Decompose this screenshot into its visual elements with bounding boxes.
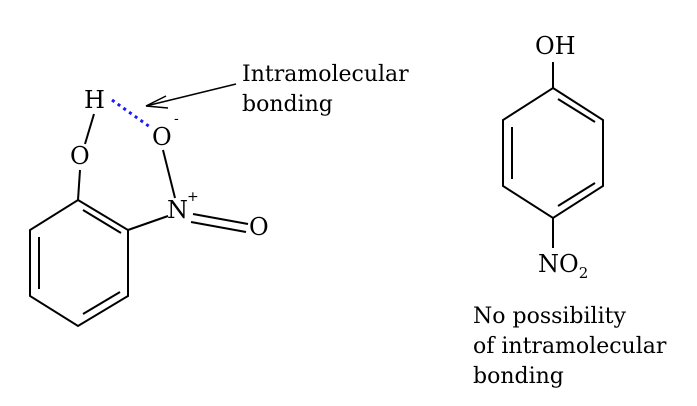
atom-o-nitro-double: O (249, 213, 269, 241)
o-h-bond (84, 113, 95, 145)
arrow-shaft (145, 83, 237, 107)
caption-line-2: of intramolecular (473, 334, 667, 359)
caption-line-3: bonding (473, 364, 564, 389)
left-ring-double-bond-1 (82, 209, 122, 234)
atom-o-hydroxyl: O (70, 142, 90, 170)
arrow-head-upper (145, 95, 167, 107)
c-n-bond (127, 215, 169, 231)
atom-o-nitro-single: O (152, 123, 172, 151)
right-ring-double-bond-2 (557, 182, 596, 207)
left-benzene-ring (29, 198, 129, 328)
group-no2: NO2 (538, 252, 588, 281)
n-o-single-bond (162, 149, 176, 199)
left-ring-outline (29, 198, 129, 328)
atom-h: H (84, 86, 105, 114)
right-benzene-ring (502, 86, 604, 220)
left-ring-double-bond-2 (82, 291, 121, 315)
c-o-bond (77, 169, 81, 201)
n-o-double-bond-a (192, 213, 249, 225)
charge-o-minus: - (174, 111, 179, 127)
right-ring-double-bond-1 (557, 98, 596, 123)
annotation-arrow (145, 83, 237, 109)
caption-line-1: No possibility (473, 304, 626, 329)
right-ring-outline (502, 86, 604, 220)
atom-n: N (167, 196, 188, 224)
hydrogen-bond-dotted (111, 98, 151, 129)
annotation-line-2: bonding (242, 92, 333, 117)
arrow-head-lower (145, 105, 169, 109)
group-no2-subscript: 2 (578, 263, 589, 282)
atom-oh: OH (535, 32, 576, 60)
n-o-double-bond-b (190, 221, 247, 233)
annotation-line-1: Intramolecular (242, 62, 409, 87)
group-no2-main: NO (538, 250, 579, 278)
charge-n-plus: + (187, 189, 199, 205)
